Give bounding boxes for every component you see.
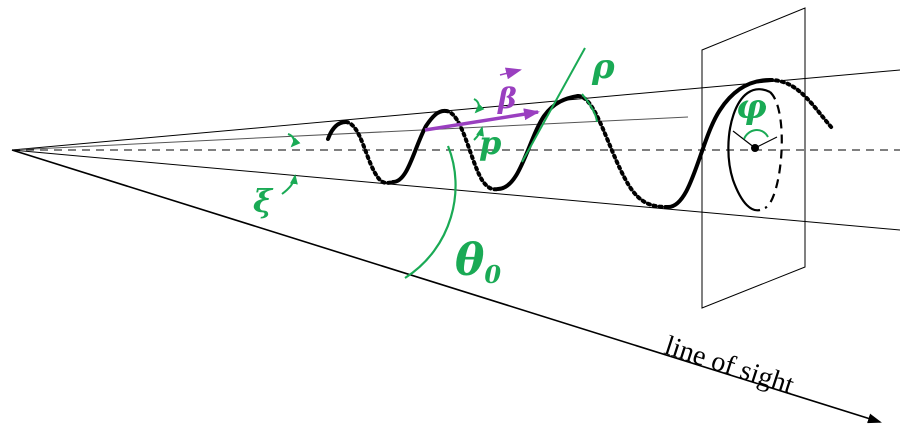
radius-reference — [754, 136, 778, 149]
p-lower-hook — [473, 126, 484, 141]
theta0-angle-arc — [404, 145, 457, 279]
phi-label: φ — [736, 87, 767, 127]
sky-plane — [701, 7, 806, 309]
theta0-symbol: θ — [455, 235, 485, 286]
p-upper-hook — [473, 98, 485, 114]
xi-lower-hook — [281, 174, 298, 195]
theta0-label: θ0 — [455, 235, 501, 289]
theta0-subscript: 0 — [484, 260, 501, 289]
rho-angle-arc — [581, 93, 598, 123]
radius-to-helix — [732, 130, 756, 149]
phi-angle-arc — [743, 129, 769, 140]
xi-label: ξ — [253, 182, 274, 220]
helix-axis-line — [11, 116, 689, 151]
p-label: p — [479, 124, 501, 162]
beta-vector-overarrow — [499, 67, 522, 80]
projected-circle-front — [727, 88, 771, 212]
line-of-sight-arrow — [11, 149, 882, 424]
beta-label: β — [497, 82, 517, 115]
helix-solid-segments — [326, 78, 772, 209]
line-of-sight-label: line of sight — [661, 330, 798, 401]
projected-circle-back — [764, 91, 783, 209]
rho-label: ρ — [591, 47, 615, 87]
rho-tangent-line — [521, 47, 586, 163]
beta-velocity-arrow — [424, 108, 540, 132]
xi-upper-hook — [287, 133, 301, 148]
